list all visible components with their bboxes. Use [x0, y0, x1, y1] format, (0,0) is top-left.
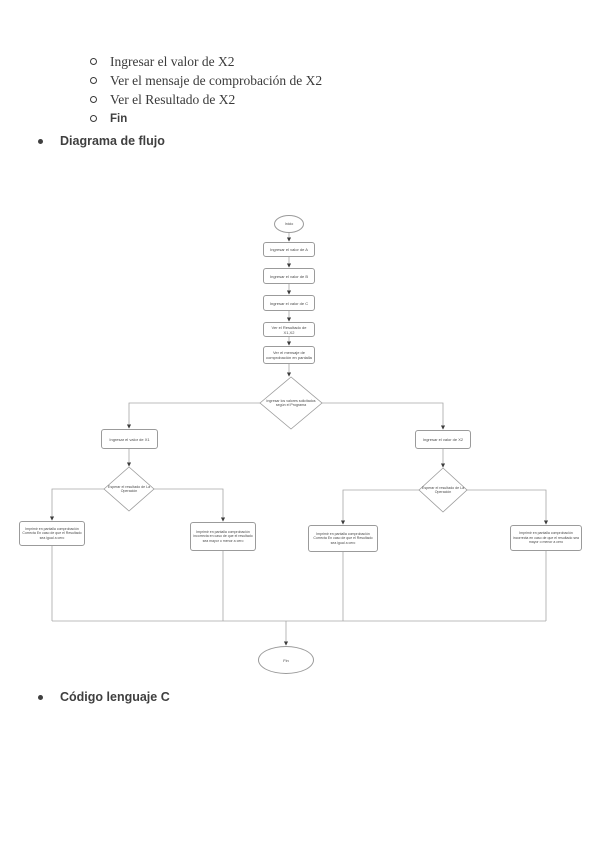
flowchart-connectors: [49, 233, 549, 646]
list-item: Ver el mensaje de comprobación de X2: [90, 71, 322, 90]
flow-node-view-message: Ver el mensaje de comprobación en pantal…: [263, 346, 315, 364]
flow-node-input-b: Ingresar el valor de B: [263, 268, 315, 284]
list-item: Ingresar el valor de X2: [90, 52, 322, 71]
circle-bullet-icon: [90, 77, 97, 84]
section-heading-code: Código lenguaje C: [38, 690, 170, 704]
flow-node-start: Inicio: [274, 215, 304, 233]
section-heading-label: Diagrama de flujo: [60, 134, 165, 148]
flowchart-diagram: Inicio Ingresar el valor de A Ingresar e…: [0, 200, 600, 690]
flow-node-input-a: Ingresar el valor de A: [263, 242, 315, 257]
decision-x1-diamond: [103, 466, 155, 512]
dot-bullet-icon: [38, 694, 43, 700]
flow-node-print-incorrect-x1: Imprimir en pantalla comprobación incorr…: [190, 522, 256, 551]
flow-node-print-correct-x1: Imprimir en pantalla comprobación Correc…: [19, 521, 85, 546]
flow-node-input-x1: Ingresar el valor de X1: [101, 429, 158, 449]
section-heading-diagram: Diagrama de flujo: [38, 134, 165, 148]
flow-node-input-x2: Ingresar el valor de X2: [415, 430, 471, 449]
list-item-text: Fin: [110, 112, 128, 125]
dot-bullet-icon: [38, 138, 43, 144]
list-item-text: Ingresar el valor de X2: [110, 53, 235, 69]
list-item: Ver el Resultado de X2: [90, 90, 322, 109]
flow-decision-x2-label: Esperar el resultado de La Operación: [421, 485, 465, 494]
flow-node-view-result: Ver el Resultado de X1,X2: [263, 322, 315, 337]
decision-main-diamond: [259, 376, 323, 430]
circle-bullet-icon: [90, 115, 97, 122]
flow-node-print-correct-x2: Imprimir en pantalla comprobación Correc…: [308, 525, 378, 552]
flow-node-end: Fin: [258, 646, 314, 674]
circle-bullet-icon: [90, 96, 97, 103]
section-heading-label: Código lenguaje C: [60, 690, 170, 704]
flow-node-print-incorrect-x2: Imprimir en pantalla comprobación incorr…: [510, 525, 582, 551]
circle-bullet-icon: [90, 58, 97, 65]
bullet-sublist: Ingresar el valor de X2 Ver el mensaje d…: [90, 52, 322, 128]
list-item: Fin: [90, 109, 322, 128]
list-item-text: Ver el mensaje de comprobación de X2: [110, 72, 323, 88]
flow-decision-main-label: Ingresar los valores solicitados según e…: [266, 398, 316, 407]
decision-x2-diamond: [418, 467, 468, 513]
flow-decision-x1-label: Esperar el resultado de La Operación: [107, 484, 151, 493]
list-item-text: Ver el Resultado de X2: [110, 91, 236, 107]
flow-node-input-c: Ingresar el valor de C: [263, 295, 315, 311]
